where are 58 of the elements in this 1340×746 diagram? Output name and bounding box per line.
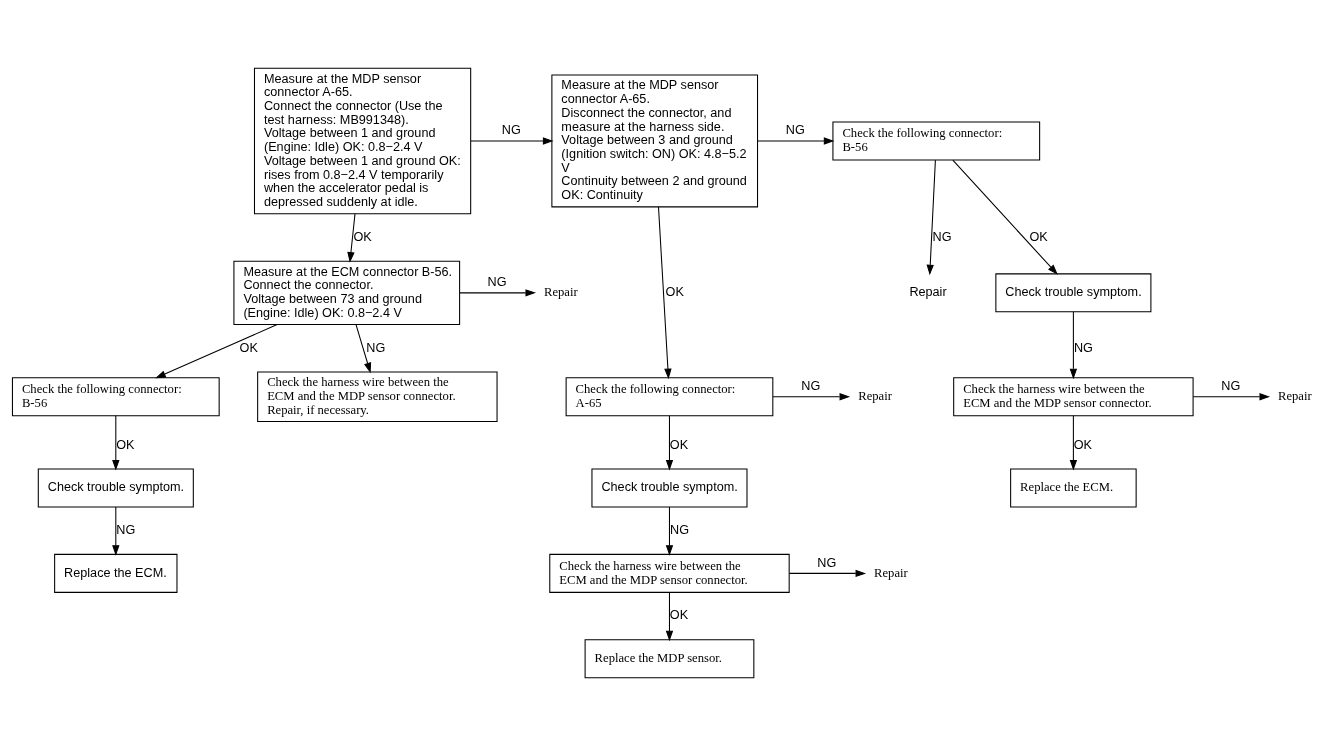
node-box: Check the harness wire between the ECM and the MDP sensor connector.	[953, 377, 1194, 417]
node-box: Measure at the MDP sensor connector A-65. Connect the connector (Use the test harness: MB991348). Voltage between 1 and ground (Engine: Idle) OK: 0.8−2.4 V Voltage between 1 and ground OK: rises from 0.8−2.4 V temporarily when the accelerator pedal is depressed suddenly at idle.	[253, 67, 472, 215]
edge-label: NG	[366, 340, 386, 355]
node-box: Check trouble symptom.	[591, 468, 748, 508]
node-box: Replace the ECM.	[1010, 468, 1137, 508]
node-box: Replace the MDP sensor.	[584, 639, 755, 679]
edge-label: NG	[116, 522, 136, 537]
edge-label: OK	[1073, 437, 1093, 452]
arrow	[470, 137, 554, 145]
arrow	[657, 206, 672, 380]
edge-label: OK	[239, 340, 258, 355]
edge-label: OK	[116, 437, 135, 452]
arrow	[112, 506, 120, 556]
edge-label: NG	[501, 123, 521, 138]
edge-label: NG	[487, 275, 507, 290]
arrow	[112, 415, 120, 471]
edge-label: OK	[1029, 229, 1048, 244]
node-text: Repair	[874, 565, 908, 580]
arrow	[1069, 415, 1078, 471]
arrow	[355, 324, 372, 374]
arrow	[926, 159, 936, 276]
edge-label: NG	[1073, 340, 1093, 355]
node-box: Check the following connector: A-65	[565, 377, 774, 417]
arrow	[665, 506, 674, 556]
node-box: Measure at the MDP sensor connector A-65. Disconnect the connector, and measure at the harness side. Voltage between 3 and ground (Ignition switch: ON) OK: 4.8−5.2 V Continuity between 2 and ground OK: Continuity	[551, 74, 759, 208]
node-box: Check the harness wire between the ECM and the MDP sensor connector. Repair, if necessary.	[257, 371, 498, 423]
node-box: Check the following connector: B-56	[832, 121, 1041, 161]
node-text: Repair	[858, 389, 892, 403]
node-box: Replace the ECM.	[54, 553, 178, 593]
node-box: Check trouble symptom.	[995, 273, 1152, 313]
edge-label: NG	[801, 378, 821, 393]
edge-label: OK	[669, 437, 689, 452]
node-box: Check trouble symptom.	[37, 468, 194, 508]
arrow	[665, 592, 674, 642]
arrow	[347, 213, 356, 263]
edge-label: NG	[817, 555, 837, 570]
arrow	[788, 569, 867, 578]
edge-label: OK	[665, 285, 684, 300]
edge-label: OK	[353, 229, 372, 244]
node-text: Repair	[909, 285, 947, 300]
node-box: Measure at the ECM connector B-56. Connect the connector. Voltage between 73 and ground (Engine: Idle) OK: 0.8−2.4 V	[233, 260, 461, 325]
edge-label: OK	[669, 608, 689, 623]
node-text: Repair	[1277, 389, 1312, 403]
arrow	[459, 289, 536, 297]
node-text: Repair	[543, 285, 578, 300]
edge-label: NG	[1221, 378, 1241, 393]
node-box: Check the following connector: B-56	[11, 377, 220, 417]
edge-label: NG	[932, 229, 952, 244]
arrow	[1192, 393, 1270, 401]
arrow	[757, 137, 835, 145]
edge-label: NG	[785, 123, 805, 138]
node-box: Check the harness wire between the ECM and the MDP sensor connector.	[549, 553, 790, 593]
arrow	[155, 324, 278, 379]
arrow	[665, 415, 674, 471]
edge-label: NG	[670, 522, 689, 537]
arrow	[1069, 311, 1078, 380]
arrow	[772, 393, 851, 401]
arrow	[952, 159, 1058, 275]
